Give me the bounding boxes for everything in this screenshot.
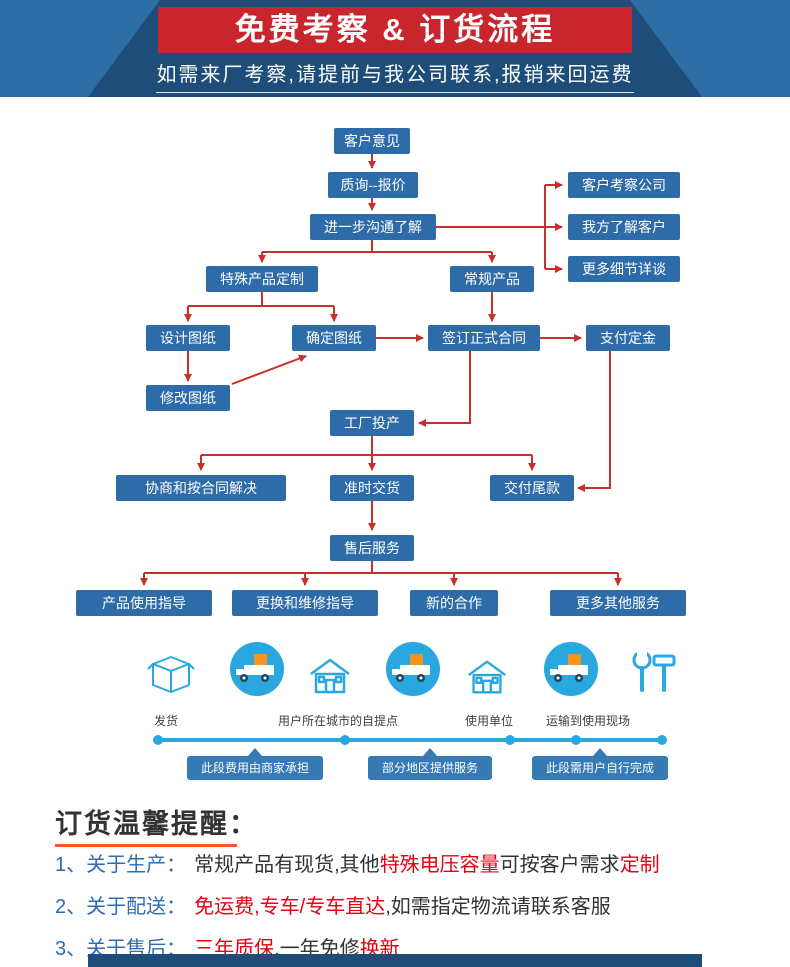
stage-label-user-site: 使用单位 <box>464 714 514 728</box>
tools-icon <box>632 648 676 692</box>
timeline-dot <box>340 735 350 745</box>
flow-node-after-sales: 售后服务 <box>330 535 414 561</box>
flow-node-pay-balance: 交付尾款 <box>490 475 574 501</box>
segment-label-user-completes: 此段需用户自行完成 <box>531 756 669 780</box>
notice-text: 免运费,专车/专车直达,如需指定物流请联系客服 <box>194 896 611 918</box>
flow-node-pay-deposit: 支付定金 <box>586 325 670 351</box>
flow-node-design-drawing: 设计图纸 <box>146 325 230 351</box>
stage-label-pickup: 用户所在城市的自提点 <box>277 714 399 728</box>
notice-item-delivery: 2、关于配送： 免运费,专车/专车直达,如需指定物流请联系客服 <box>55 890 611 919</box>
timeline-dot <box>153 735 163 745</box>
flow-node-new-cooperation: 新的合作 <box>410 590 498 616</box>
flow-node-custom-product: 特殊产品定制 <box>206 266 318 292</box>
flow-arrows <box>140 154 622 586</box>
notices-title-underline <box>55 844 237 847</box>
banner-subtitle-wrap: 如需来厂考察,请提前与我公司联系,报销来回运费 <box>0 58 790 93</box>
segment-label-merchant-pays: 此段费用由商家承担 <box>186 756 324 780</box>
next-section-banner-top <box>88 954 702 967</box>
flow-node-factory-production: 工厂投产 <box>330 410 414 436</box>
timeline-line <box>158 738 662 742</box>
flow-node-sign-contract: 签订正式合同 <box>428 325 540 351</box>
header-banner: 免费考察 & 订货流程 如需来厂考察,请提前与我公司联系,报销来回运费 <box>0 0 790 97</box>
flow-node-visit-company: 客户考察公司 <box>568 172 680 198</box>
notice-text-segment: 免运费,专车/专车直达 <box>194 896 386 918</box>
notice-number: 3、 <box>55 938 87 960</box>
notice-label: 关于配送： <box>86 896 187 918</box>
shipping-box-icon <box>147 656 195 693</box>
notices-title: 订货温馨提醒： <box>55 809 258 839</box>
flow-node-further-communication: 进一步沟通了解 <box>310 214 436 240</box>
pickup-house-icon <box>310 658 350 694</box>
stage-label-ship: 发货 <box>153 714 179 728</box>
delivery-truck-icon <box>544 642 598 696</box>
segment-caret <box>593 748 607 756</box>
notice-text-segment: 特殊电压容量 <box>379 854 500 876</box>
flow-node-regular-product: 常规产品 <box>450 266 534 292</box>
flow-node-more-services: 更多其他服务 <box>550 590 686 616</box>
notice-text-segment: 定制 <box>619 854 660 876</box>
flow-node-know-customer: 我方了解客户 <box>568 214 680 240</box>
notice-text-segment: 可按客户需求 <box>499 854 620 876</box>
delivery-truck-icon <box>230 642 284 696</box>
notice-text: 常规产品有现货,其他特殊电压容量可按客户需求定制 <box>194 854 660 876</box>
flow-node-modify-drawing: 修改图纸 <box>146 385 230 411</box>
house-icon <box>468 660 506 694</box>
flow-node-usage-guide: 产品使用指导 <box>76 590 212 616</box>
notice-text-segment: 常规产品有现货,其他 <box>194 854 380 876</box>
timeline-dot <box>505 735 515 745</box>
segment-caret <box>423 748 437 756</box>
flow-node-more-details: 更多细节详谈 <box>568 256 680 282</box>
timeline-dot <box>571 735 581 745</box>
flow-node-inquiry-quote: 质询--报价 <box>328 172 418 198</box>
stage-label-transport: 运输到使用现场 <box>545 714 631 728</box>
flow-node-customer-feedback: 客户意见 <box>334 128 410 154</box>
notice-text-segment: ,如需指定物流请联系客服 <box>385 896 611 918</box>
segment-caret <box>248 748 262 756</box>
notice-label: 关于生产： <box>86 854 187 876</box>
notice-number: 2、 <box>55 896 87 918</box>
order-flowchart: 客户意见 质询--报价 进一步沟通了解 客户考察公司 我方了解客户 更多细节详谈… <box>0 118 790 630</box>
banner-title: 免费考察 & 订货流程 <box>158 7 632 53</box>
notice-number: 1、 <box>55 854 87 876</box>
segment-label-partial-service: 部分地区提供服务 <box>367 756 493 780</box>
logistics-strip: 发货 用户所在城市的自提点 使用单位 运输到使用现场 此段费用由商家承担 部分地… <box>0 640 790 790</box>
flow-node-replace-repair-guide: 更换和维修指导 <box>232 590 378 616</box>
timeline-dot <box>657 735 667 745</box>
order-notices: 订货温馨提醒： 1、关于生产：常规产品有现货,其他特殊电压容量可按客户需求定制 … <box>0 800 790 967</box>
flow-node-confirm-drawing: 确定图纸 <box>292 325 376 351</box>
banner-subtitle: 如需来厂考察,请提前与我公司联系,报销来回运费 <box>156 58 634 93</box>
flow-node-negotiate-resolve: 协商和按合同解决 <box>116 475 286 501</box>
notice-item-production: 1、关于生产： 常规产品有现货,其他特殊电压容量可按客户需求定制 <box>55 848 660 877</box>
flow-node-ontime-delivery: 准时交货 <box>330 475 414 501</box>
delivery-truck-icon <box>386 642 440 696</box>
